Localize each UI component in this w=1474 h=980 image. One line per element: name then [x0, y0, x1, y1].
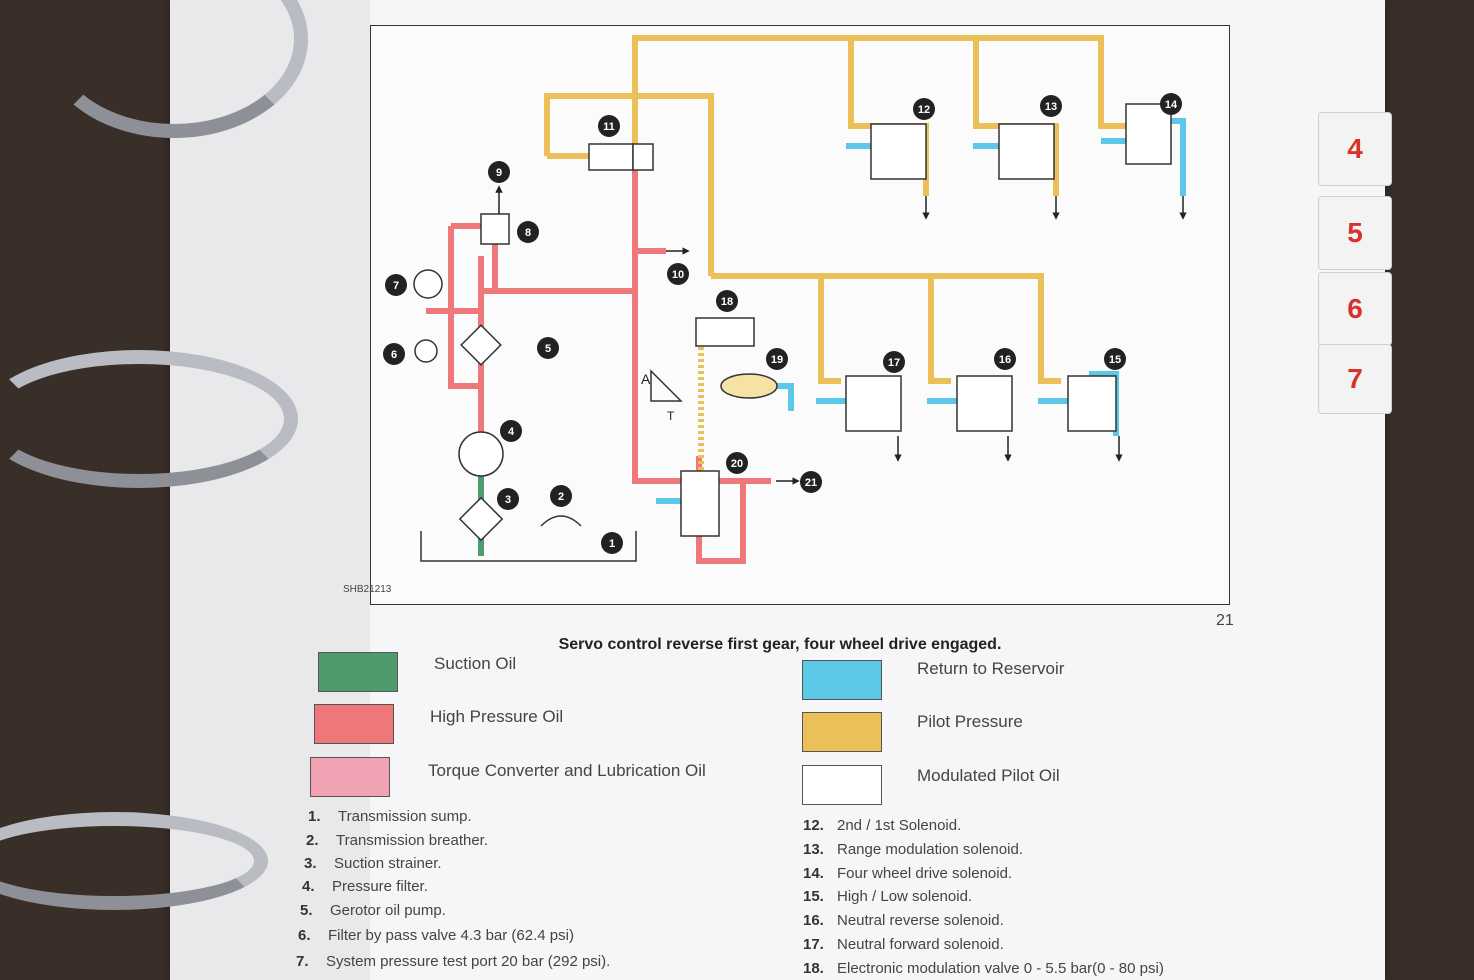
- solenoid-17-body: [845, 375, 902, 432]
- legend-swatch-modulated-pilot: [802, 765, 882, 805]
- callout-14: 14: [1165, 99, 1178, 111]
- solenoid-14-body: [1125, 103, 1172, 165]
- list-item: 4.Pressure filter.: [302, 878, 428, 895]
- list-item: 13.Range modulation solenoid.: [803, 841, 1023, 858]
- legend-label-torque-converter: Torque Converter and Lubrication Oil: [428, 761, 706, 780]
- pilot-pressure-lines: [544, 35, 1141, 384]
- list-item: 18.Electronic modulation valve 0 - 5.5 b…: [803, 960, 1164, 977]
- solenoid-13-body: [998, 123, 1055, 180]
- callout-7: 7: [393, 280, 399, 292]
- list-item: 12.2nd / 1st Solenoid.: [803, 817, 962, 834]
- figure-number: 21: [1216, 612, 1234, 629]
- legend-label-return: Return to Reservoir: [917, 659, 1065, 678]
- legend-label-high-pressure: High Pressure Oil: [430, 707, 564, 726]
- tab-section-6[interactable]: 6: [1318, 272, 1392, 346]
- callout-21: 21: [805, 477, 817, 489]
- breather-symbol: [540, 515, 582, 527]
- high-pressure-lines: [426, 166, 771, 564]
- callout-9: 9: [496, 167, 502, 179]
- callout-19: 19: [771, 354, 783, 366]
- modulation-ramp-symbol: [650, 369, 683, 402]
- legend-label-pilot: Pilot Pressure: [917, 712, 1023, 731]
- callout-20: 20: [731, 458, 743, 470]
- solenoid-12-body: [870, 123, 927, 180]
- diagram-reference-code: SHB21213: [343, 584, 392, 595]
- legend-swatch-high-pressure: [314, 704, 394, 744]
- list-item: 5.Gerotor oil pump.: [300, 902, 446, 919]
- tab-section-7[interactable]: 7: [1318, 344, 1392, 414]
- solenoid-16-body: [956, 375, 1013, 432]
- bypass-valve-symbol: [414, 339, 438, 363]
- strainer-symbol: [458, 496, 504, 542]
- callout-2: 2: [558, 491, 564, 503]
- legend-swatch-pilot: [802, 712, 882, 752]
- list-item: 6.Filter by pass valve 4.3 bar (62.4 psi…: [298, 927, 574, 944]
- callout-18: 18: [721, 296, 733, 308]
- callout-10: 10: [672, 269, 684, 281]
- list-item: 3.Suction strainer.: [304, 855, 442, 872]
- list-item: 14.Four wheel drive solenoid.: [803, 865, 1013, 882]
- solenoid-15-body: [1067, 375, 1117, 432]
- relief-valve-symbol: [480, 213, 510, 245]
- callout-13: 13: [1045, 101, 1057, 113]
- valve-18-body: [695, 317, 755, 347]
- hydraulic-circuit-svg: A T 1 2 3 4 5 6 7 8 9 10 11 12 13 14: [383, 35, 1187, 564]
- callout-12: 12: [918, 104, 930, 116]
- callout-group: [383, 93, 1182, 554]
- accumulator-19: [720, 373, 778, 399]
- legend-label-suction: Suction Oil: [434, 654, 517, 673]
- page-left-shade: [170, 0, 370, 980]
- callout-15: 15: [1109, 354, 1121, 366]
- list-item: 1.Transmission sump.: [308, 808, 472, 825]
- figure-caption: Servo control reverse first gear, four w…: [558, 636, 1002, 653]
- pressure-gauge-symbol: [413, 269, 443, 299]
- callout-6: 6: [391, 349, 397, 361]
- mark-a: A: [641, 371, 651, 387]
- legend-swatch-return: [802, 660, 882, 700]
- mark-t: T: [667, 409, 675, 423]
- list-item: 16.Neutral reverse solenoid.: [803, 912, 1004, 929]
- callout-16: 16: [999, 354, 1011, 366]
- list-item: 17.Neutral forward solenoid.: [803, 936, 1004, 953]
- callout-8: 8: [525, 227, 531, 239]
- list-item: 7.System pressure test port 20 bar (292 …: [296, 953, 611, 970]
- legend-swatch-suction: [318, 652, 398, 692]
- callout-4: 4: [508, 426, 515, 438]
- tab-section-4[interactable]: 4: [1318, 112, 1392, 186]
- tab-section-5[interactable]: 5: [1318, 196, 1392, 270]
- callout-11: 11: [603, 121, 615, 133]
- pressure-filter-symbol: [458, 431, 504, 477]
- list-item: 2.Transmission breather.: [306, 832, 489, 849]
- valve-11-right: [632, 143, 654, 171]
- drain-arrows: [495, 185, 1187, 485]
- hydraulic-diagram: A T 1 2 3 4 5 6 7 8 9 10 11 12 13 14: [370, 25, 1230, 605]
- legend-label-modulated-pilot: Modulated Pilot Oil: [917, 766, 1060, 785]
- callout-3: 3: [505, 494, 511, 506]
- callout-1: 1: [609, 538, 615, 550]
- sump-outline: [420, 531, 637, 562]
- legend-swatch-torque-converter: [310, 757, 390, 797]
- pump-symbol: [460, 324, 502, 366]
- callout-5: 5: [545, 343, 551, 355]
- list-item: 15.High / Low solenoid.: [803, 888, 973, 905]
- valve-11-left: [588, 143, 634, 171]
- valve-20-body: [680, 470, 720, 537]
- callout-17: 17: [888, 357, 900, 369]
